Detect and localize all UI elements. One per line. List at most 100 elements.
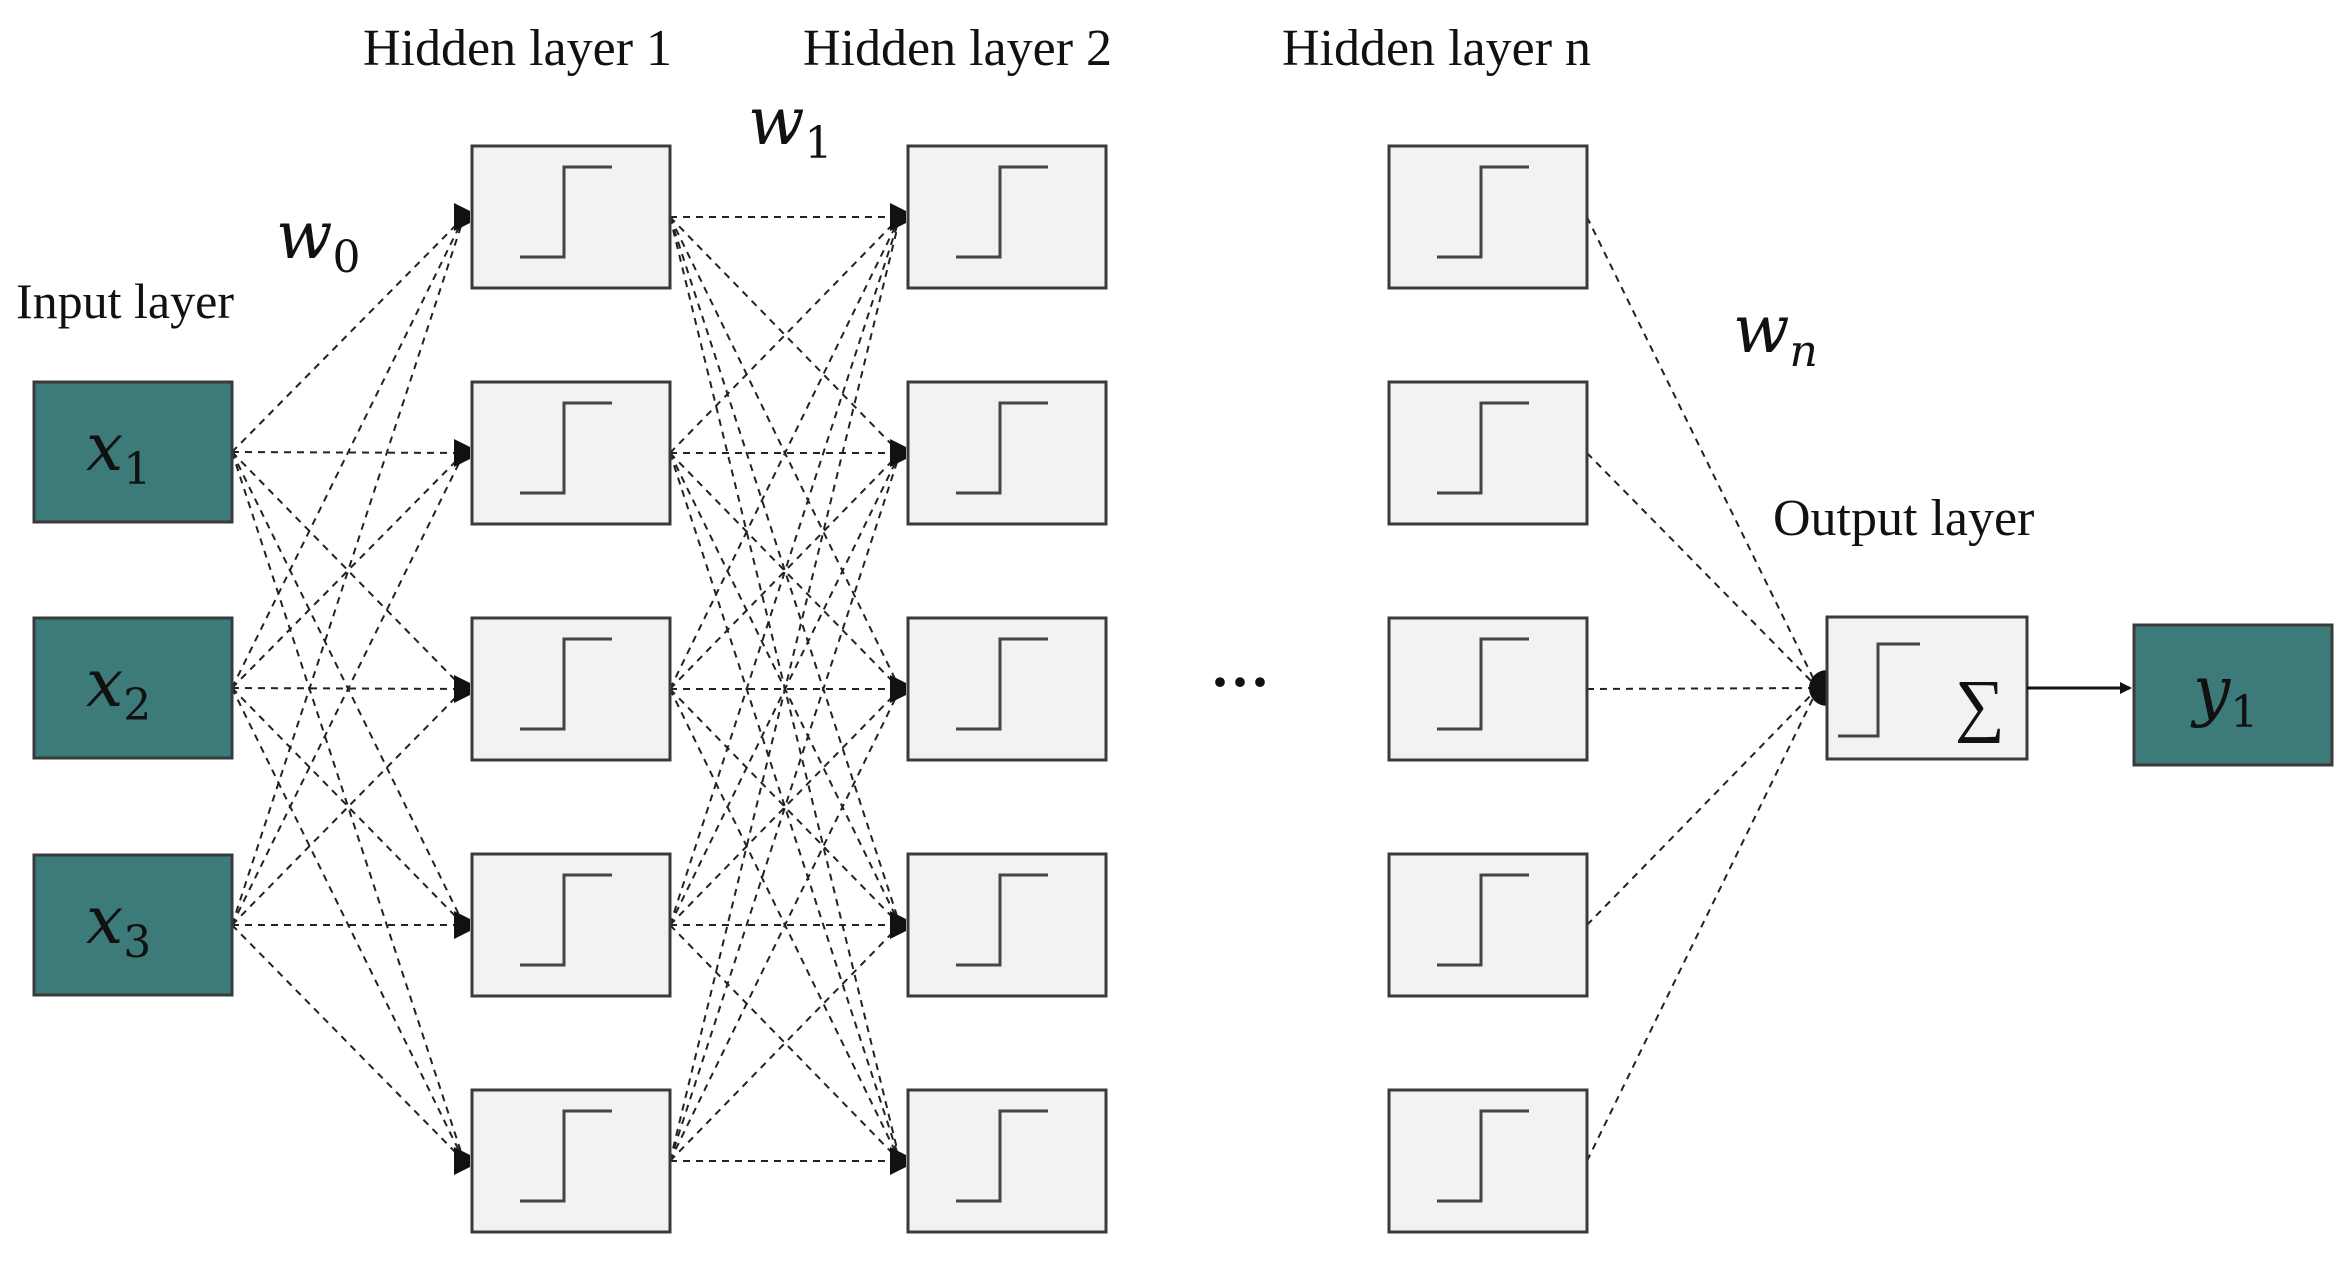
arrowhead-output (1809, 670, 1827, 706)
weight-w0-label: w0 (276, 197, 361, 283)
input-x2-subscript: 2 (123, 680, 151, 731)
input-node-x3-label: x3 (86, 882, 151, 968)
connection-input-2-to-h1-1 (231, 216, 465, 689)
hidden-layer-1-neuron-4 (470, 852, 672, 998)
connection-input-1-to-h1-5 (231, 451, 465, 1162)
connection-input-3-to-h1-1 (231, 216, 465, 926)
step-function-icon (956, 1109, 1048, 1203)
hidden-layer-1-neuron-3-box (470, 616, 672, 762)
step-function-icon (1838, 642, 1920, 738)
step-function-icon (956, 873, 1048, 967)
hidden-layer-2-neuron-3-box (906, 616, 1108, 762)
connection-input-3-to-h1-3 (231, 688, 465, 926)
input-node-x1-box (32, 380, 234, 524)
step-function-icon (1437, 401, 1529, 495)
connection-input-1-to-h1-3 (231, 451, 465, 690)
output-node-y1-box (2132, 623, 2334, 767)
output-node-y1-label: y1 (2190, 652, 2258, 738)
hidden-layer-1-neuron-1 (470, 144, 672, 290)
input-layer-label: Input layer (16, 273, 234, 329)
step-function-icon (520, 873, 612, 967)
connection-input-3-to-h1-5 (231, 924, 465, 1162)
hidden-neurons (470, 144, 1589, 1234)
connection-h1-2-to-h2-3 (669, 452, 901, 690)
arrowhead-h1-5 (454, 1147, 470, 1175)
weight-wn-symbol: w (1733, 291, 1790, 368)
input-x3-subscript: 3 (123, 917, 151, 968)
weight-w1-label: w1 (748, 83, 833, 169)
input-node-x2: x2 (32, 616, 234, 760)
arrowhead-h2-1 (890, 203, 906, 231)
arrowhead-h1-3 (454, 675, 470, 703)
hidden-layer-n-neuron-2 (1387, 380, 1589, 526)
step-function-icon (1437, 873, 1529, 967)
step-function-icon (956, 401, 1048, 495)
hidden-layer-1-neuron-5 (470, 1088, 672, 1234)
arrowhead-h2-5 (890, 1147, 906, 1175)
hidden-layer-n-neuron-2-box (1387, 380, 1589, 526)
step-function-icon (1437, 165, 1529, 259)
connection-h1-3-to-h2-4 (669, 688, 901, 926)
connection-h1-2-to-h2-5 (669, 452, 901, 1162)
weight-w1-subscript: 1 (805, 118, 833, 169)
hidden-layer-n-neuron-4-box (1387, 852, 1589, 998)
hidden-layer-n-neuron-5-box (1387, 1088, 1589, 1234)
step-function-icon (520, 165, 612, 259)
input-x2-symbol: x (86, 645, 123, 722)
hidden-layer-1-label: Hidden layer 1 (363, 20, 672, 77)
weight-wn-subscript: n (1790, 326, 1818, 377)
hidden-layer-1-neuron-5-box (470, 1088, 672, 1234)
input-x1-symbol: x (86, 409, 123, 486)
hidden-layer-n-neuron-3-box (1387, 616, 1589, 762)
hidden-layer-2-neuron-2 (906, 380, 1108, 526)
connection-h1-2-to-h2-1 (669, 216, 901, 454)
arrowhead-h2-4 (890, 911, 906, 939)
step-function-icon (520, 637, 612, 731)
weight-w1-symbol: w (748, 83, 805, 160)
input-node-x3-box (32, 853, 234, 997)
hidden-layer-n-neuron-5 (1387, 1088, 1589, 1234)
arrowhead-h1-2 (454, 439, 470, 467)
input-node-x2-label: x2 (86, 645, 151, 731)
output-node-y1: y1 (2132, 623, 2334, 767)
weight-w0-symbol: w (276, 197, 333, 274)
step-function-icon (1437, 1109, 1529, 1203)
connection-h1-5-to-h2-3 (669, 688, 901, 1162)
hidden-layer-1-neuron-1-box (470, 144, 672, 290)
output-y1-symbol: y (2190, 652, 2231, 729)
hidden-layer-1-neuron-2-box (470, 380, 672, 526)
hidden-layer-2-neuron-4 (906, 852, 1108, 998)
input-node-x3: x3 (32, 853, 234, 997)
weight-wn-label: wn (1733, 291, 1818, 377)
hidden-layer-2-neuron-5-box (906, 1088, 1108, 1234)
connection-hn-4-to-output (1586, 687, 1819, 926)
hidden-layer-n-neuron-3 (1387, 616, 1589, 762)
hidden-layer-2-neuron-1 (906, 144, 1108, 290)
input-node-x1-label: x1 (86, 409, 151, 495)
input-node-x2-box (32, 616, 234, 760)
input-x3-symbol: x (86, 882, 123, 959)
arrowhead-h1-1 (454, 203, 470, 231)
step-function-icon (1437, 637, 1529, 731)
connection-h1-5-to-h2-2 (669, 452, 901, 1162)
connection-h1-3-to-h2-1 (669, 216, 901, 690)
hidden-layer-2-neuron-4-box (906, 852, 1108, 998)
step-function-icon (520, 1109, 612, 1203)
hidden-layer-2-neuron-1-box (906, 144, 1108, 290)
hidden-layer-2-neuron-2-box (906, 380, 1108, 526)
output-y1-subscript: 1 (2230, 687, 2258, 738)
sum-icon: ∑ (1955, 667, 2005, 744)
hidden-layer-n-label: Hidden layer n (1282, 20, 1591, 77)
connection-h1-4-to-h2-3 (669, 688, 901, 926)
connection-h1-4-to-h2-1 (669, 216, 901, 926)
connection-h1-1-to-h2-4 (669, 216, 901, 926)
connection-input-2-to-h1-5 (231, 687, 465, 1162)
step-function-icon (956, 637, 1048, 731)
connection-lines (231, 203, 1827, 1175)
hidden-layer-2-neuron-3 (906, 616, 1108, 762)
arrowhead-h2-2 (890, 439, 906, 467)
hidden-layer-n-neuron-1-box (1387, 144, 1589, 290)
layer-ellipsis: ··· (1210, 649, 1270, 715)
connection-hn-2-to-output (1586, 452, 1819, 689)
